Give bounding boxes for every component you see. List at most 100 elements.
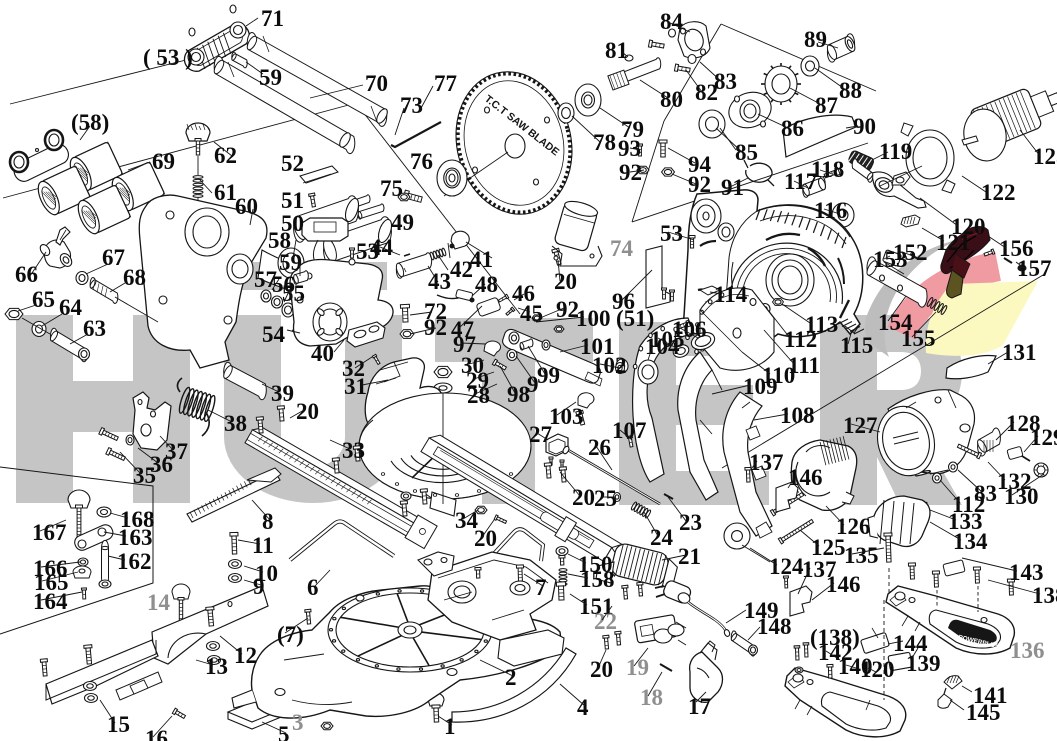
svg-text:35: 35: [133, 463, 156, 488]
svg-text:146: 146: [826, 572, 861, 597]
svg-text:110: 110: [762, 363, 795, 388]
svg-text:9: 9: [253, 574, 265, 599]
svg-text:83: 83: [714, 69, 737, 94]
svg-text:21: 21: [678, 544, 701, 569]
svg-text:1: 1: [444, 714, 456, 739]
svg-text:60: 60: [235, 194, 258, 219]
svg-text:62: 62: [214, 143, 237, 168]
svg-text:123: 123: [1033, 144, 1057, 169]
svg-text:120: 120: [951, 214, 986, 239]
svg-text:79: 79: [621, 117, 644, 142]
svg-text:134: 134: [953, 529, 988, 554]
svg-text:76: 76: [410, 149, 433, 174]
svg-text:104: 104: [645, 334, 680, 359]
svg-text:(138): (138): [810, 625, 860, 650]
svg-text:89: 89: [804, 27, 827, 52]
svg-text:168: 168: [120, 507, 155, 532]
svg-text:108: 108: [780, 403, 815, 428]
svg-text:137: 137: [749, 450, 784, 475]
svg-text:( 53 ): ( 53 ): [143, 45, 193, 70]
svg-text:92: 92: [619, 160, 642, 185]
svg-text:65: 65: [32, 287, 55, 312]
svg-text:92: 92: [424, 315, 447, 340]
svg-text:36: 36: [150, 452, 173, 477]
svg-text:114: 114: [714, 282, 748, 307]
svg-text:149: 149: [744, 598, 779, 623]
svg-text:46: 46: [512, 281, 535, 306]
svg-text:20: 20: [554, 269, 577, 294]
svg-text:61: 61: [214, 180, 237, 205]
svg-text:15: 15: [107, 712, 130, 737]
svg-text:135: 135: [844, 543, 879, 568]
svg-text:121: 121: [936, 230, 971, 255]
svg-text:20: 20: [296, 399, 319, 424]
svg-text:30: 30: [461, 353, 484, 378]
svg-text:112: 112: [784, 327, 817, 352]
svg-text:4: 4: [577, 695, 589, 720]
svg-text:92: 92: [688, 172, 711, 197]
svg-text:26: 26: [588, 435, 611, 460]
svg-text:3: 3: [292, 710, 304, 735]
svg-text:29: 29: [466, 368, 489, 393]
svg-text:124: 124: [769, 554, 804, 579]
svg-text:23: 23: [679, 510, 702, 535]
svg-text:40: 40: [311, 341, 334, 366]
svg-text:107: 107: [612, 418, 647, 443]
svg-text:73: 73: [400, 93, 423, 118]
svg-text:87: 87: [815, 93, 838, 118]
svg-text:18: 18: [640, 685, 663, 710]
svg-text:22: 22: [594, 609, 617, 634]
svg-text:96: 96: [612, 289, 635, 314]
svg-text:69: 69: [152, 149, 175, 174]
svg-text:156: 156: [999, 236, 1034, 261]
svg-text:129: 129: [1030, 425, 1057, 450]
svg-text:31: 31: [344, 374, 367, 399]
svg-text:112: 112: [952, 492, 985, 517]
svg-text:20: 20: [572, 485, 595, 510]
svg-text:39: 39: [271, 381, 294, 406]
svg-text:74: 74: [610, 236, 634, 261]
svg-text:80: 80: [660, 87, 683, 112]
svg-text:24: 24: [650, 525, 674, 550]
svg-text:150: 150: [578, 552, 613, 577]
svg-text:142: 142: [818, 640, 853, 665]
svg-text:82: 82: [695, 80, 718, 105]
svg-text:70: 70: [365, 71, 388, 96]
svg-text:151: 151: [579, 594, 614, 619]
svg-text:17: 17: [688, 694, 711, 719]
svg-text:125: 125: [811, 535, 846, 560]
svg-text:28: 28: [467, 383, 490, 408]
svg-text:78: 78: [593, 130, 616, 155]
svg-text:9: 9: [527, 372, 539, 397]
svg-text:68: 68: [123, 265, 146, 290]
svg-text:143: 143: [1009, 560, 1044, 585]
svg-text:154: 154: [878, 310, 913, 335]
svg-text:32: 32: [342, 356, 365, 381]
svg-text:58: 58: [268, 228, 291, 253]
svg-text:59: 59: [259, 65, 282, 90]
svg-text:85: 85: [735, 140, 758, 165]
svg-text:133: 133: [948, 509, 983, 534]
svg-text:27: 27: [529, 422, 552, 447]
svg-text:34: 34: [455, 508, 479, 533]
svg-text:88: 88: [839, 78, 862, 103]
svg-text:166: 166: [33, 556, 68, 581]
svg-text:8: 8: [262, 509, 274, 534]
svg-text:50: 50: [281, 211, 304, 236]
svg-text:54: 54: [262, 322, 286, 347]
svg-text:113: 113: [805, 312, 838, 337]
svg-text:41: 41: [470, 247, 493, 272]
svg-text:155: 155: [901, 326, 936, 351]
svg-text:153: 153: [873, 247, 908, 272]
svg-text:167: 167: [32, 520, 67, 545]
svg-text:137: 137: [802, 557, 837, 582]
svg-text:10: 10: [255, 561, 278, 586]
svg-text:77: 77: [434, 71, 457, 96]
svg-text:105: 105: [650, 327, 685, 352]
svg-text:75: 75: [380, 176, 403, 201]
svg-text:136: 136: [1010, 638, 1045, 663]
svg-text:157: 157: [1017, 256, 1052, 281]
svg-text:11: 11: [252, 533, 274, 558]
svg-text:25: 25: [594, 486, 617, 511]
svg-text:92: 92: [556, 297, 579, 322]
